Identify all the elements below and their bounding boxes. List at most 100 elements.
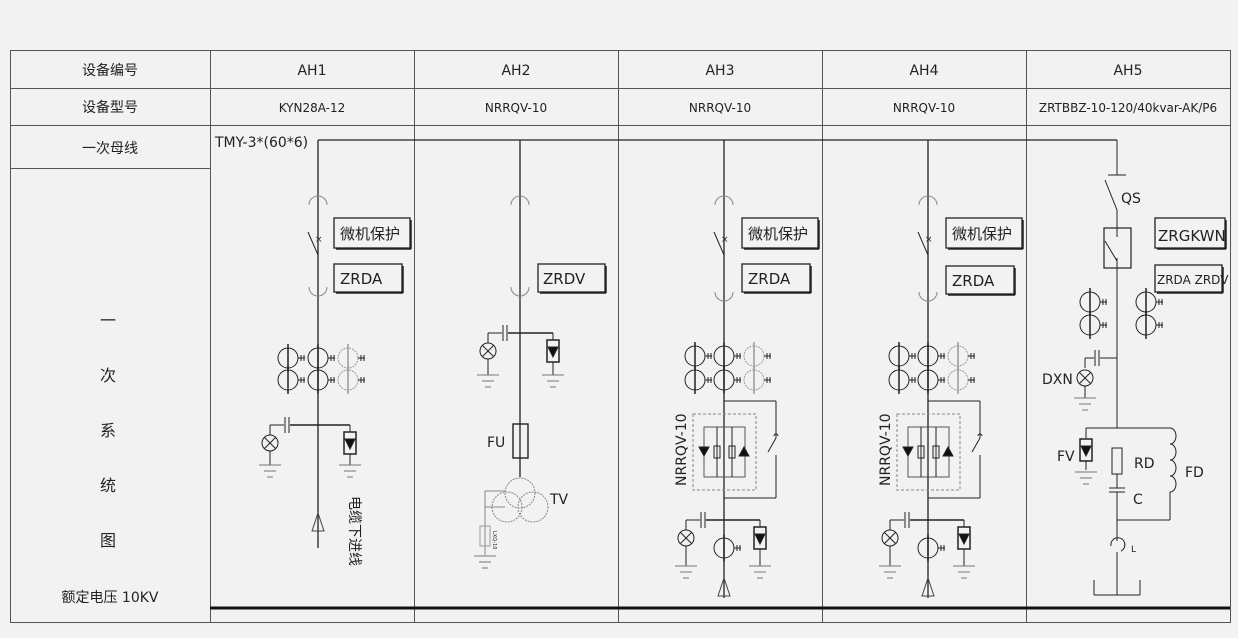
row-label-device-no: 设备编号	[82, 62, 138, 79]
ah5-fd-label: FD	[1185, 465, 1204, 481]
side-title-char: 系	[100, 421, 116, 440]
current-transformer-icon	[1079, 288, 1107, 316]
surge-arrester-icon	[343, 431, 357, 455]
resistor-icon	[713, 445, 721, 459]
lxq-resistor-icon	[479, 525, 491, 547]
capacitor-icon	[284, 417, 290, 433]
label-box	[741, 263, 811, 293]
breaker-blade	[713, 231, 725, 256]
column-model-ah3: NRRQV-10	[689, 101, 751, 115]
plug-contact-icon	[510, 286, 530, 297]
ground-icon	[1075, 471, 1097, 485]
arrester-triangle	[754, 533, 766, 546]
ah1-protection-box	[333, 217, 412, 250]
device-dashed-outline	[896, 413, 961, 491]
current-transformer-icon	[917, 366, 945, 394]
capacitor-icon	[502, 325, 508, 341]
indicator-lamp-icon	[677, 529, 695, 547]
label-box	[741, 217, 819, 249]
ah2-fu-label: FU	[487, 435, 505, 451]
lamp-x	[482, 345, 494, 357]
plug-contact-icon	[308, 286, 328, 297]
ah5-l-label: L	[1131, 545, 1136, 555]
current-transformer-icon	[277, 366, 305, 394]
ah3-protection-box	[741, 217, 820, 250]
rated-voltage-label: 额定电压 10KV	[61, 590, 158, 606]
breaker-x-mark: ×	[315, 235, 323, 245]
voltage-transformer-icon	[504, 477, 536, 509]
current-transformer-icon	[1079, 311, 1107, 339]
ah3-zrda-box	[741, 263, 812, 294]
ah1-protection-label: 微机保护	[340, 225, 400, 243]
bypass-switch-blade	[767, 437, 777, 453]
nrrqv-soft-starter	[896, 413, 961, 491]
cable-arrow-icon	[921, 576, 935, 597]
current-transformer-icon	[743, 342, 771, 370]
current-transformer-icon	[337, 366, 365, 394]
ah2-tv-label: TV	[549, 492, 569, 508]
ground-icon	[542, 374, 564, 388]
lamp-x	[884, 532, 896, 544]
lamp-x	[680, 532, 692, 544]
ground-icon	[1074, 397, 1096, 411]
ah5-zrda-zrdv-label: ZRDA ZRDV	[1157, 273, 1229, 287]
column-model-ah1: KYN28A-12	[279, 101, 346, 115]
breaker-blade	[917, 231, 929, 256]
current-transformer-icon	[917, 534, 945, 562]
arrester-triangle	[547, 346, 559, 359]
ah1-zrda-label: ZRDA	[340, 270, 383, 288]
row-label-busbar: 一次母线	[82, 141, 138, 157]
side-title-char: 图	[100, 531, 116, 550]
ah5-zrgkwn-box	[1154, 217, 1227, 250]
breaker-x-mark: ×	[721, 235, 729, 245]
busbar-spec-label: TMY-3*(60*6)	[214, 135, 308, 151]
current-transformer-icon	[713, 366, 741, 394]
ah5-c-label: C	[1133, 492, 1143, 508]
ah2-lxq-label: LXQ-10	[491, 531, 497, 549]
ah5-qs-label: QS	[1121, 191, 1141, 207]
current-transformer-icon	[743, 366, 771, 394]
column-id-ah5: AH5	[1113, 63, 1142, 79]
label-box	[945, 265, 1015, 295]
current-transformer-icon	[917, 342, 945, 370]
table-border	[10, 50, 1231, 623]
indicator-lamp-icon	[881, 529, 899, 547]
current-transformer-icon	[684, 342, 712, 370]
current-transformer-icon	[888, 342, 916, 370]
plug-contact-icon	[510, 195, 530, 206]
resistor-icon	[728, 445, 736, 459]
side-title-char: 次	[100, 366, 116, 385]
ah1-cable-label: 电缆下进线	[346, 496, 362, 566]
bypass-contact	[773, 433, 779, 437]
current-transformer-icon	[684, 366, 712, 394]
table-grid	[10, 50, 1231, 623]
column-id-ah4: AH4	[909, 63, 938, 79]
surge-arrester-icon	[1079, 438, 1093, 462]
current-transformer-icon	[713, 342, 741, 370]
surge-arrester-icon	[753, 526, 767, 550]
breaker-icon: ×	[307, 231, 323, 256]
thyristor-icon	[902, 446, 914, 458]
ah3-zrda-label: ZRDA	[748, 270, 791, 288]
side-title-char: 统	[100, 476, 116, 495]
capacitor-icon	[1109, 487, 1125, 493]
device-dashed-outline	[692, 413, 757, 491]
lamp-x	[1079, 372, 1091, 384]
surge-arrester-icon	[546, 339, 560, 363]
column-model-ah2: NRRQV-10	[485, 101, 547, 115]
capacitor-icon	[904, 512, 910, 528]
label-box	[1154, 217, 1226, 249]
indicator-lamp-icon	[261, 434, 279, 452]
current-transformer-icon	[713, 534, 741, 562]
fuse-icon	[512, 423, 529, 459]
row-label-device-model: 设备型号	[82, 99, 138, 116]
ah4-protection-label: 微机保护	[952, 225, 1012, 243]
plug-contact-icon	[918, 195, 938, 206]
plug-contact-icon	[714, 195, 734, 206]
ah4-protection-box	[945, 217, 1024, 250]
ah1-zrda-box	[333, 263, 404, 294]
ah5-zrgkwn-label: ZRGKWN	[1158, 227, 1226, 245]
ah3-device-label: NRRQV-10	[674, 413, 690, 486]
load-switch-blade	[1104, 240, 1118, 262]
